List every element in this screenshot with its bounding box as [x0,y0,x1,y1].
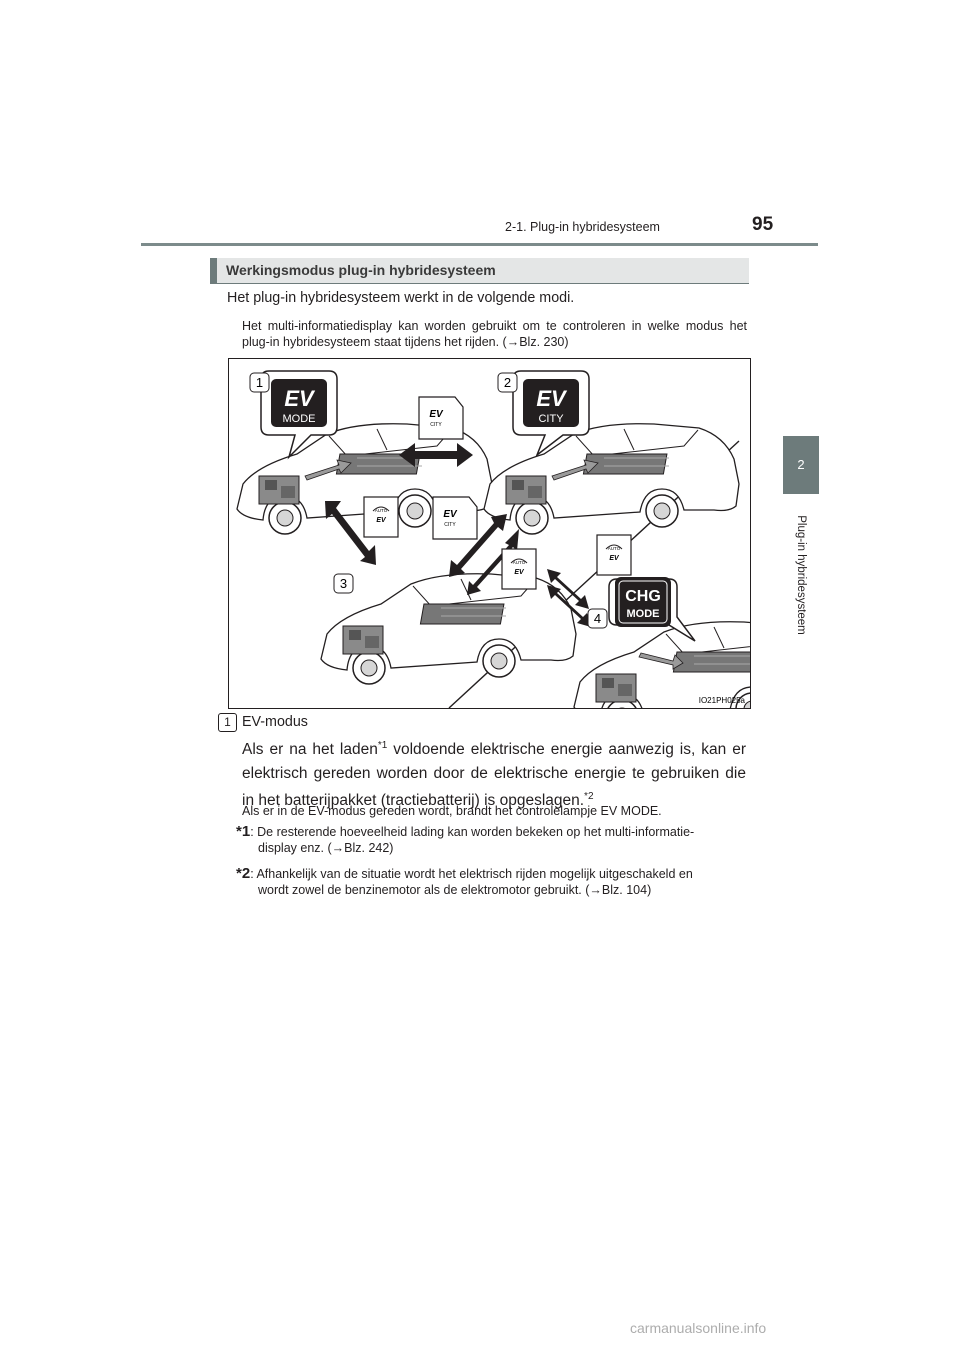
running-header: 2-1. Plug-in hybridesysteem [505,220,660,234]
auto-ev-switch-icon [364,497,398,537]
svg-text:2: 2 [504,375,511,390]
svg-text:MODE: MODE [627,608,660,620]
intro-note: Het multi-informatiedisplay kan worden g… [242,318,747,350]
mode-diagram-illustration: EV CITY AUTO EV [229,359,750,708]
chapter-tab: 2 [783,436,819,494]
figure-label-4: 4 [588,609,607,628]
chg-mode-indicator-icon: CHG MODE [609,577,695,641]
figure-label-3: 3 [334,574,353,593]
svg-text:MODE: MODE [283,413,316,425]
mode-description-part-a: Als er na het laden [242,741,378,758]
section-header: Werkingsmodus plug-in hybridesysteem [210,258,749,284]
mode-description: Als er na het laden*1 voldoende elektris… [242,734,746,813]
auto-ev-switch-icon [597,535,631,575]
watermark: carmanualsonline.info [630,1320,766,1336]
figure-label-2: 2 [498,373,517,392]
ev-city-switch-icon [433,497,477,539]
section-title: Werkingsmodus plug-in hybridesysteem [226,262,496,278]
footnote-text: : Afhankelijk van de situatie wordt het … [250,867,693,881]
footnote-mark: *1 [236,823,250,840]
footnote-2: *2: Afhankelijk van de situatie wordt he… [236,866,747,898]
footnote-mark: *2 [236,865,250,882]
footnote-ref-2: *2 [584,791,593,802]
mode-heading: EV-modus [242,714,308,730]
header-divider [141,243,818,246]
car-illustration-2 [484,424,739,534]
svg-text:EV: EV [284,386,316,411]
figure-code: IO21PH025a [699,696,746,705]
svg-text:3: 3 [340,576,347,591]
intro-paragraph: Het plug-in hybridesysteem werkt in de v… [227,290,574,306]
mode-diagram: EV CITY AUTO EV [228,358,751,709]
chapter-tab-label: Plug-in hybridesysteem [769,510,833,640]
indicator-note: Als er in de EV-modus gereden wordt, bra… [242,804,662,818]
footnote-continuation: display enz. (→Blz. 242) [236,840,747,856]
section-accent [210,258,217,284]
svg-text:CITY: CITY [538,413,564,425]
page-number: 95 [752,214,773,236]
section-underline [210,283,749,284]
footnote-ref-1: *1 [378,740,387,751]
svg-text:EV: EV [536,386,568,411]
svg-text:CHG: CHG [625,588,661,605]
figure-label-1: 1 [250,373,269,392]
svg-text:1: 1 [256,375,263,390]
car-illustration-3 [321,574,576,684]
footnote-text: : De resterende hoeveelheid lading kan w… [250,825,694,839]
auto-ev-switch-icon [502,549,536,589]
svg-text:4: 4 [594,611,601,626]
footnote-1: *1: De resterende hoeveelheid lading kan… [236,824,747,856]
footnote-continuation: wordt zowel de benzinemotor als de elekt… [236,882,747,898]
chapter-tab-label-text: Plug-in hybridesysteem [795,515,807,635]
mode-number-badge: 1 [218,713,237,732]
ev-city-switch-icon [419,397,463,439]
